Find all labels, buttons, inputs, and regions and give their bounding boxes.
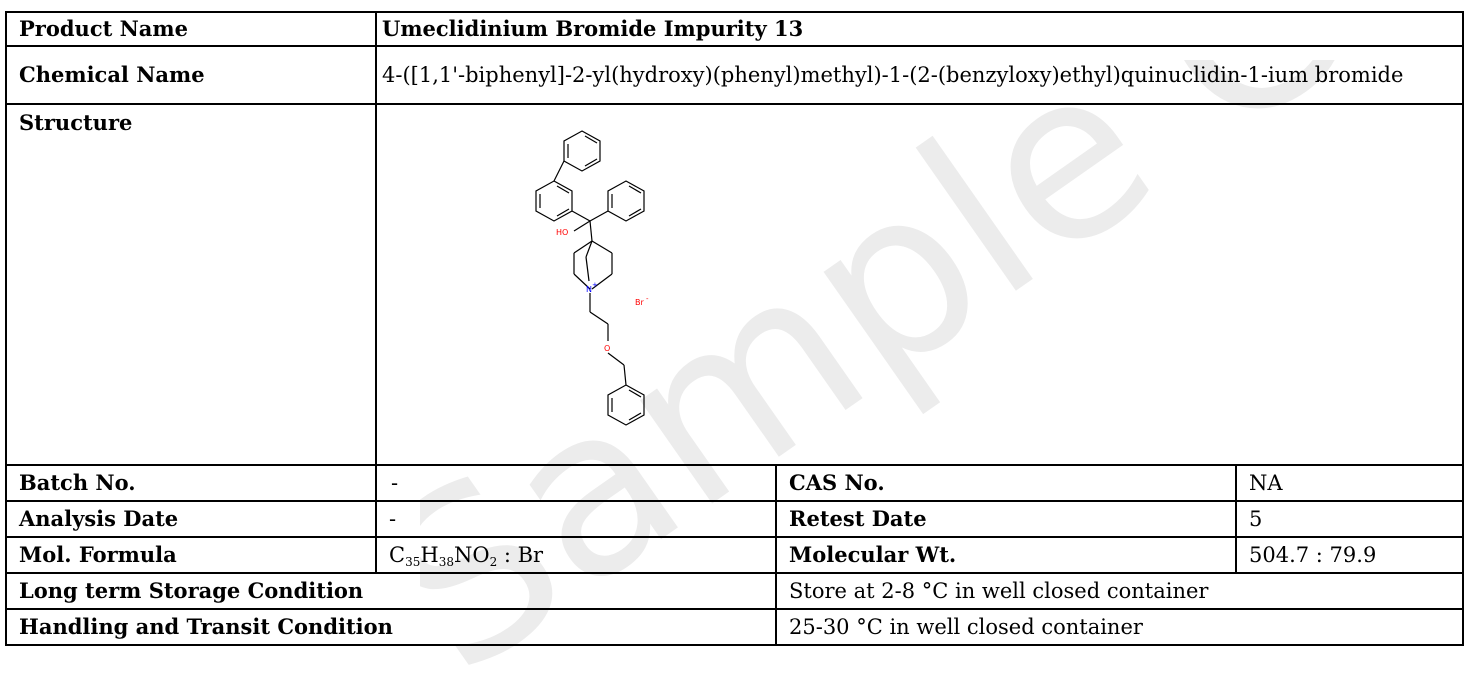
formula-carbon: C bbox=[389, 543, 406, 567]
formula-hydrogen: H bbox=[420, 543, 439, 567]
nitrogen-label: N bbox=[586, 285, 592, 294]
coa-table: Product Name Umeclidinium Bromide Impuri… bbox=[5, 11, 1464, 646]
analysis-date-value: - bbox=[375, 500, 777, 538]
mol-formula-label: Mol. Formula bbox=[5, 536, 377, 574]
row-storage: Long term Storage Condition Store at 2-8… bbox=[5, 572, 1464, 610]
formula-nitrogen: N bbox=[453, 543, 473, 567]
storage-label: Long term Storage Condition bbox=[5, 572, 777, 610]
chemical-name-label: Chemical Name bbox=[5, 45, 377, 105]
batch-no-label: Batch No. bbox=[5, 464, 377, 502]
nitrogen-charge-label: + bbox=[592, 281, 598, 289]
storage-value: Store at 2-8 °C in well closed container bbox=[775, 572, 1464, 610]
analysis-date-label: Analysis Date bbox=[5, 500, 377, 538]
molecular-wt-value: 504.7 : 79.9 bbox=[1235, 536, 1464, 574]
product-name-label: Product Name bbox=[5, 11, 377, 47]
structure-label: Structure bbox=[5, 103, 377, 466]
formula-oxygen: O bbox=[472, 543, 490, 567]
row-product-name: Product Name Umeclidinium Bromide Impuri… bbox=[5, 11, 1464, 47]
product-name-value: Umeclidinium Bromide Impurity 13 bbox=[375, 11, 1464, 47]
chemical-structure-diagram: HO N + Br - O bbox=[535, 130, 649, 426]
formula-oxygen-count: 2 bbox=[489, 555, 498, 569]
row-batch: Batch No. - CAS No. NA bbox=[5, 464, 1464, 502]
cas-no-label: CAS No. bbox=[775, 464, 1237, 502]
formula-hydrogen-count: 38 bbox=[438, 555, 454, 569]
chemical-name-value: 4-([1,1'-biphenyl]-2-yl(hydroxy)(phenyl)… bbox=[375, 45, 1464, 105]
hydroxyl-label: HO bbox=[556, 228, 568, 237]
batch-no-value: - bbox=[375, 464, 777, 502]
row-structure: Structure bbox=[5, 103, 1464, 466]
cas-no-value: NA bbox=[1235, 464, 1464, 502]
row-analysis: Analysis Date - Retest Date 5 bbox=[5, 500, 1464, 538]
handling-label: Handling and Transit Condition bbox=[5, 608, 777, 646]
row-formula: Mol. Formula C35H38NO2 : Br Molecular Wt… bbox=[5, 536, 1464, 574]
structure-cell: HO N + Br - O bbox=[375, 103, 1464, 466]
handling-value: 25-30 °C in well closed container bbox=[775, 608, 1464, 646]
bromide-charge-label: - bbox=[646, 295, 649, 303]
retest-date-label: Retest Date bbox=[775, 500, 1237, 538]
retest-date-value: 5 bbox=[1235, 500, 1464, 538]
molecular-wt-label: Molecular Wt. bbox=[775, 536, 1237, 574]
mol-formula-value: C35H38NO2 : Br bbox=[375, 536, 777, 574]
bromide-label: Br bbox=[635, 298, 644, 307]
formula-bromide: : Br bbox=[497, 543, 544, 567]
oxygen-label: O bbox=[604, 344, 610, 353]
row-handling: Handling and Transit Condition 25-30 °C … bbox=[5, 608, 1464, 646]
row-chemical-name: Chemical Name 4-([1,1'-biphenyl]-2-yl(hy… bbox=[5, 45, 1464, 105]
formula-carbon-count: 35 bbox=[405, 555, 421, 569]
